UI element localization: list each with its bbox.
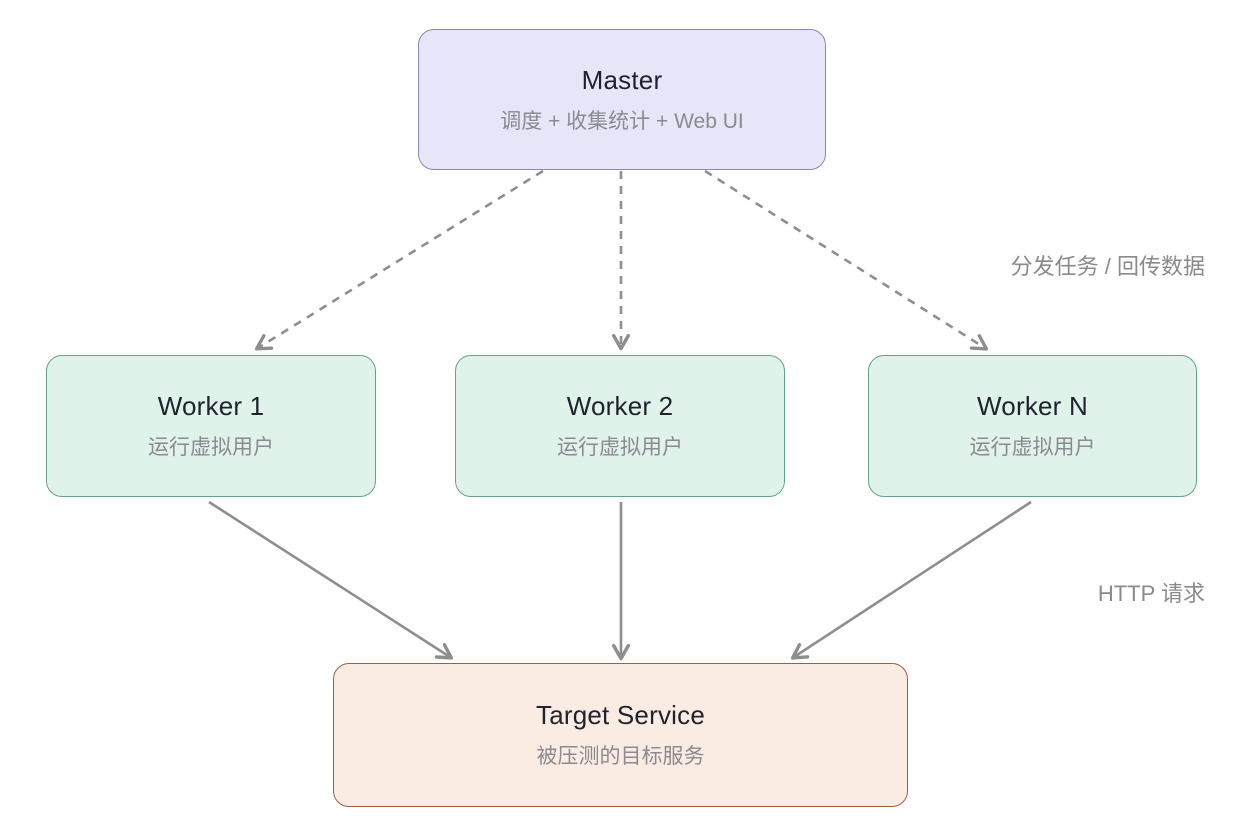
edge-label-http-requests: HTTP 请求 — [1097, 581, 1205, 606]
node-target-service: Target Service 被压测的目标服务 — [333, 663, 908, 807]
edge-label-distribute-tasks: 分发任务 / 回传数据 — [1010, 254, 1205, 279]
target-title: Target Service — [536, 700, 705, 730]
edge-workerN-target — [790, 500, 1032, 660]
node-worker-1: Worker 1 运行虚拟用户 — [46, 355, 376, 497]
node-worker-2: Worker 2 运行虚拟用户 — [455, 355, 785, 497]
node-worker-n: Worker N 运行虚拟用户 — [868, 355, 1197, 497]
node-master: Master 调度 + 收集统计 + Web UI — [418, 29, 826, 170]
edge-master-workerN — [704, 169, 989, 351]
master-title: Master — [581, 64, 663, 95]
workerN-subtitle: 运行虚拟用户 — [969, 436, 1096, 459]
target-subtitle: 被压测的目标服务 — [536, 745, 705, 768]
worker1-title: Worker 1 — [157, 391, 265, 421]
worker2-title: Worker 2 — [566, 391, 674, 421]
workerN-title: Worker N — [977, 391, 1088, 421]
worker1-subtitle: 运行虚拟用户 — [148, 436, 274, 459]
edge-worker1-target — [208, 500, 454, 660]
master-subtitle: 调度 + 收集统计 + Web UI — [500, 109, 744, 133]
worker2-subtitle: 运行虚拟用户 — [557, 436, 683, 459]
edge-master-worker1 — [254, 169, 544, 351]
